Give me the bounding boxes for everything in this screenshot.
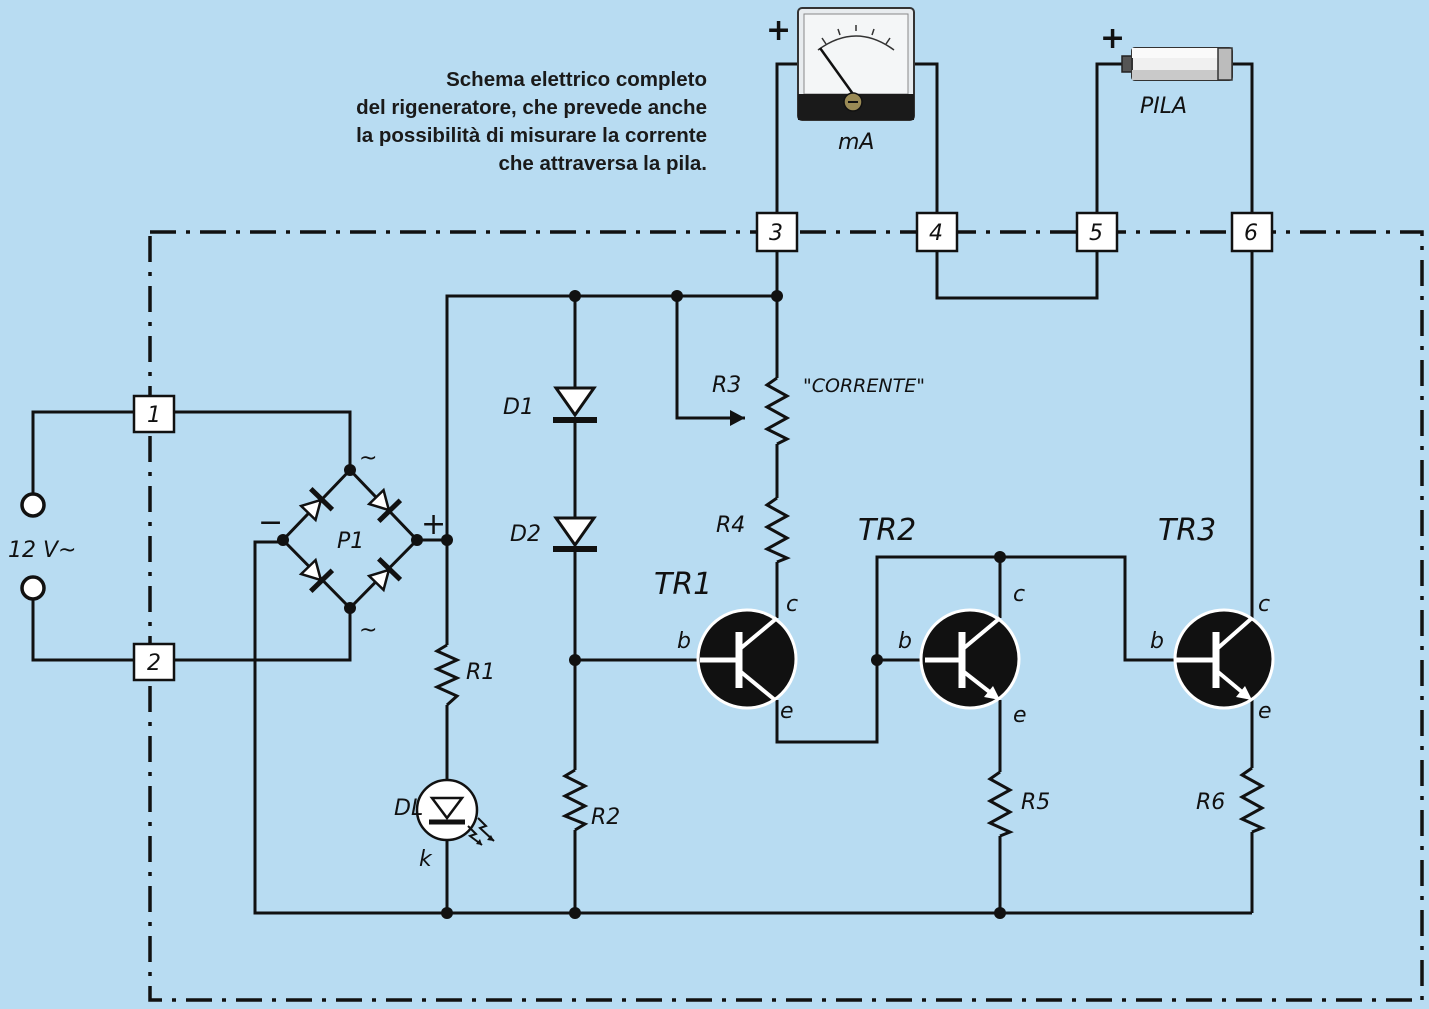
- terminal-1: 1: [132, 394, 176, 434]
- battery-plus-sign: +: [1100, 21, 1125, 56]
- resistor-r1: [433, 643, 461, 707]
- tr3-pin-b: b: [1150, 629, 1164, 654]
- battery: [1121, 47, 1233, 81]
- supply-label: 12 V~: [8, 538, 76, 563]
- resistor-r4: [763, 496, 791, 564]
- tr2-pin-b: b: [898, 629, 912, 654]
- caption-line-4: che attraversa la pila.: [498, 152, 707, 175]
- bridge-plus-sign: +: [421, 507, 446, 542]
- wiring: [31, 62, 1254, 915]
- caption-line-1: Schema elettrico completo: [446, 68, 707, 91]
- input-socket-1: [20, 492, 46, 518]
- r4-label: R4: [716, 513, 745, 538]
- tr1-label: TR1: [654, 567, 712, 602]
- terminal-4: 4: [915, 211, 959, 253]
- caption-line-2: del rigeneratore, che prevede anche: [356, 96, 707, 119]
- transistor-tr1: [696, 608, 798, 710]
- led-dl: [415, 778, 495, 846]
- meter-plus-sign: +: [766, 13, 791, 48]
- resistor-r2: [561, 768, 589, 832]
- tr1-pin-e: e: [780, 699, 794, 724]
- tr2-pin-e: e: [1013, 703, 1027, 728]
- meter-unit-label: mA: [838, 130, 874, 155]
- tr3-pin-e: e: [1258, 699, 1272, 724]
- d2-label: D2: [510, 522, 541, 547]
- transistor-tr2: [919, 608, 1021, 710]
- tr2-pin-c: c: [1013, 582, 1025, 607]
- bridge-label: P1: [337, 529, 364, 554]
- tr1-pin-b: b: [677, 629, 691, 654]
- d1-label: D1: [503, 395, 534, 420]
- tr3-label: TR3: [1158, 513, 1216, 548]
- r6-label: R6: [1196, 790, 1225, 815]
- diode-d1: [553, 386, 597, 423]
- milliammeter: [797, 7, 915, 121]
- r3-label: R3: [712, 373, 741, 398]
- bridge-ac-bottom: ~: [359, 618, 377, 643]
- terminal-5: 5: [1075, 211, 1119, 253]
- terminal-6-label: 6: [1244, 221, 1258, 246]
- input-socket-2: [20, 575, 46, 601]
- r1-label: R1: [466, 660, 495, 685]
- terminal-3-label: 3: [769, 221, 783, 246]
- terminal-5-label: 5: [1089, 221, 1103, 246]
- r3-wiper-arrow: [730, 410, 745, 426]
- r5-label: R5: [1021, 790, 1050, 815]
- tr1-pin-c: c: [786, 592, 798, 617]
- terminal-4-label: 4: [929, 221, 943, 246]
- r3-note: "CORRENTE": [803, 375, 925, 397]
- r2-label: R2: [591, 805, 620, 830]
- diode-bridge: [280, 467, 420, 611]
- terminal-3: 3: [755, 211, 799, 253]
- led-k-label: k: [419, 847, 433, 872]
- enclosure-border: [148, 230, 1424, 1002]
- terminal-1-label: 1: [147, 403, 161, 428]
- resistor-r3: [763, 376, 791, 446]
- battery-label: PILA: [1140, 94, 1187, 119]
- bridge-minus-sign: −: [258, 505, 283, 540]
- diode-d2: [553, 516, 597, 552]
- bridge-ac-top: ~: [359, 446, 377, 471]
- tr3-pin-c: c: [1258, 592, 1270, 617]
- led-label: DL: [394, 796, 423, 821]
- transistor-tr3: [1173, 608, 1275, 710]
- resistor-r5: [986, 770, 1014, 838]
- caption: Schema elettrico completo del rigenerato…: [147, 66, 707, 178]
- tr2-label: TR2: [858, 513, 916, 548]
- resistor-r6: [1238, 766, 1266, 834]
- caption-line-3: la possibilità di misurare la corrente: [356, 124, 707, 147]
- terminal-2-label: 2: [147, 651, 161, 676]
- terminal-6: 6: [1230, 211, 1274, 253]
- terminal-2: 2: [132, 642, 176, 682]
